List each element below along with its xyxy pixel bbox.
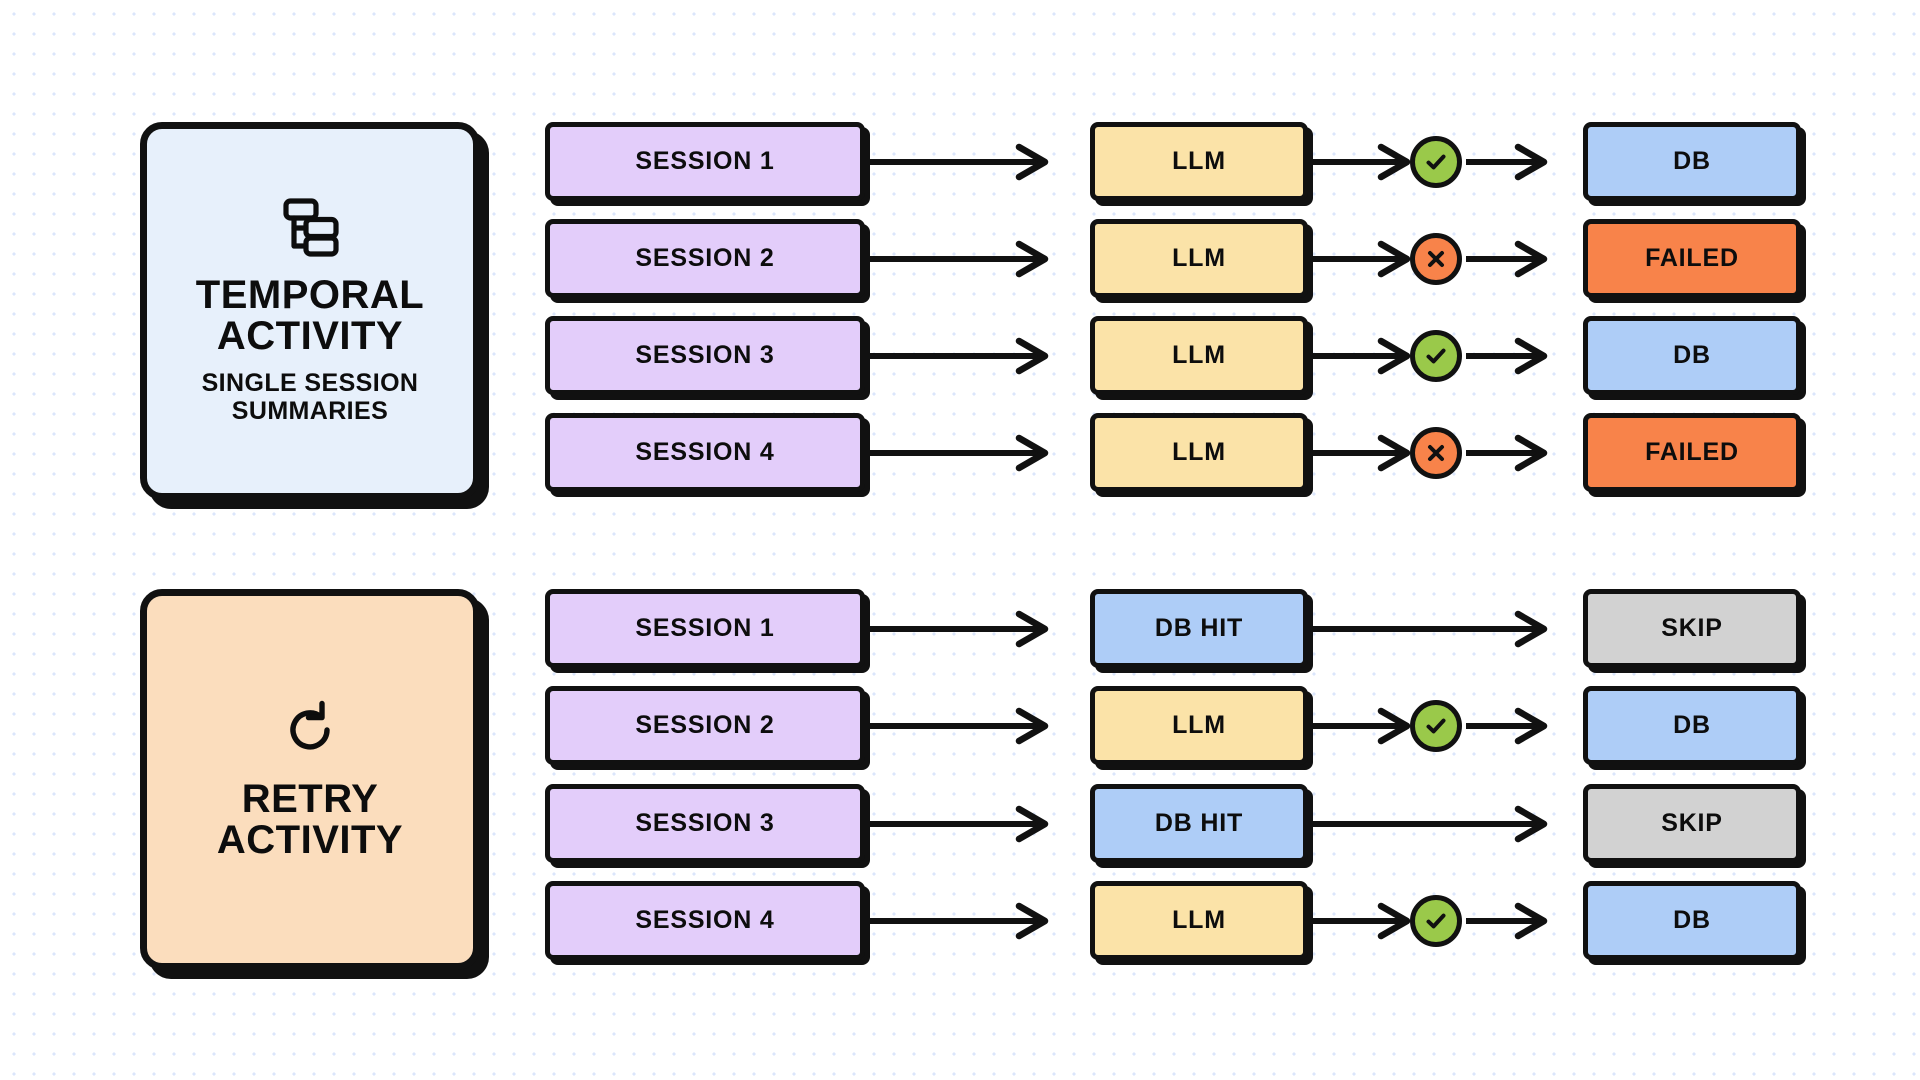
stage-label-retry-1: DB HIT xyxy=(1154,614,1244,642)
stage-box-temporal-4[interactable]: LLM xyxy=(1090,413,1308,492)
session-label-temporal-3: SESSION 3 xyxy=(635,341,775,369)
arrow-session-to-stage-temporal-1 xyxy=(868,142,1049,182)
stage-label-retry-2: LLM xyxy=(1172,711,1226,739)
panel-title-temporal: TEMPORAL ACTIVITY xyxy=(195,272,425,358)
result-label-temporal-4: FAILED xyxy=(1645,438,1739,466)
session-box-temporal-3[interactable]: SESSION 3 xyxy=(545,316,865,395)
check-icon-temporal-3[interactable] xyxy=(1410,329,1462,382)
stage-box-retry-4[interactable]: LLM xyxy=(1090,881,1308,960)
check-icon-temporal-1[interactable] xyxy=(1410,135,1462,188)
arrow-mark-to-result-temporal-3 xyxy=(1466,336,1548,376)
refresh-retry-icon xyxy=(279,699,341,761)
session-box-temporal-2[interactable]: SESSION 2 xyxy=(545,219,865,298)
session-label-temporal-1: SESSION 1 xyxy=(635,147,775,175)
arrow-session-to-stage-retry-2 xyxy=(868,706,1049,746)
arrow-mark-to-result-temporal-4 xyxy=(1466,433,1548,473)
arrow-session-to-stage-temporal-4 xyxy=(868,433,1049,473)
cross-icon-temporal-2[interactable] xyxy=(1410,232,1462,285)
arrow-mark-to-result-temporal-1 xyxy=(1466,142,1548,182)
arrow-stage-to-mark-temporal-2 xyxy=(1312,239,1411,279)
result-box-retry-1[interactable]: SKIP xyxy=(1583,589,1801,668)
stage-box-temporal-2[interactable]: LLM xyxy=(1090,219,1308,298)
panel-title-retry: RETRY ACTIVITY xyxy=(216,776,404,862)
stage-box-temporal-3[interactable]: LLM xyxy=(1090,316,1308,395)
stage-box-retry-3[interactable]: DB HIT xyxy=(1090,784,1308,863)
result-box-temporal-2[interactable]: FAILED xyxy=(1583,219,1801,298)
cross-icon-temporal-4[interactable] xyxy=(1410,426,1462,479)
stage-box-retry-2[interactable]: LLM xyxy=(1090,686,1308,765)
session-box-retry-3[interactable]: SESSION 3 xyxy=(545,784,865,863)
session-label-retry-4: SESSION 4 xyxy=(635,906,775,934)
panel-subtitle-temporal: SINGLE SESSION SUMMARIES xyxy=(201,369,419,426)
stage-label-temporal-1: LLM xyxy=(1172,147,1226,175)
session-label-retry-3: SESSION 3 xyxy=(635,809,775,837)
session-label-retry-1: SESSION 1 xyxy=(635,614,775,642)
arrow-mark-to-result-temporal-2 xyxy=(1466,239,1548,279)
session-label-temporal-4: SESSION 4 xyxy=(635,438,775,466)
session-label-temporal-2: SESSION 2 xyxy=(635,244,775,272)
arrow-session-to-stage-temporal-2 xyxy=(868,239,1049,279)
arrow-stage-to-mark-temporal-4 xyxy=(1312,433,1411,473)
check-icon-retry-4[interactable] xyxy=(1410,894,1462,947)
session-box-temporal-4[interactable]: SESSION 4 xyxy=(545,413,865,492)
session-box-temporal-1[interactable]: SESSION 1 xyxy=(545,122,865,201)
result-box-retry-2[interactable]: DB xyxy=(1583,686,1801,765)
result-label-temporal-2: FAILED xyxy=(1645,244,1739,272)
panel-temporal-activity: TEMPORAL ACTIVITY SINGLE SESSION SUMMARI… xyxy=(140,122,480,500)
check-icon-retry-2[interactable] xyxy=(1410,699,1462,752)
arrow-stage-to-mark-temporal-3 xyxy=(1312,336,1411,376)
workflow-hierarchy-icon xyxy=(279,197,341,257)
stage-label-temporal-3: LLM xyxy=(1172,341,1226,369)
stage-label-retry-3: DB HIT xyxy=(1154,809,1244,837)
session-box-retry-2[interactable]: SESSION 2 xyxy=(545,686,865,765)
result-label-retry-3: SKIP xyxy=(1661,809,1723,837)
result-label-temporal-1: DB xyxy=(1673,147,1711,175)
stage-label-temporal-2: LLM xyxy=(1172,244,1226,272)
session-label-retry-2: SESSION 2 xyxy=(635,711,775,739)
arrow-stage-to-mark-retry-2 xyxy=(1312,706,1411,746)
stage-box-retry-1[interactable]: DB HIT xyxy=(1090,589,1308,668)
arrow-session-to-stage-temporal-3 xyxy=(868,336,1049,376)
stage-label-retry-4: LLM xyxy=(1172,906,1226,934)
result-label-retry-4: DB xyxy=(1673,906,1711,934)
panel-retry-activity: RETRY ACTIVITY xyxy=(140,589,480,970)
session-box-retry-1[interactable]: SESSION 1 xyxy=(545,589,865,668)
result-box-retry-4[interactable]: DB xyxy=(1583,881,1801,960)
result-label-temporal-3: DB xyxy=(1673,341,1711,369)
arrow-session-to-stage-retry-3 xyxy=(868,804,1049,844)
result-box-retry-3[interactable]: SKIP xyxy=(1583,784,1801,863)
arrow-stage-to-result-retry-3 xyxy=(1312,804,1548,844)
arrow-session-to-stage-retry-1 xyxy=(868,609,1049,649)
result-box-temporal-3[interactable]: DB xyxy=(1583,316,1801,395)
stage-box-temporal-1[interactable]: LLM xyxy=(1090,122,1308,201)
stage-label-temporal-4: LLM xyxy=(1172,438,1226,466)
arrow-mark-to-result-retry-2 xyxy=(1466,706,1548,746)
result-label-retry-2: DB xyxy=(1673,711,1711,739)
arrow-mark-to-result-retry-4 xyxy=(1466,901,1548,941)
result-box-temporal-1[interactable]: DB xyxy=(1583,122,1801,201)
arrow-session-to-stage-retry-4 xyxy=(868,901,1049,941)
arrow-stage-to-mark-retry-4 xyxy=(1312,901,1411,941)
result-box-temporal-4[interactable]: FAILED xyxy=(1583,413,1801,492)
arrow-stage-to-mark-temporal-1 xyxy=(1312,142,1411,182)
result-label-retry-1: SKIP xyxy=(1661,614,1723,642)
arrow-stage-to-result-retry-1 xyxy=(1312,609,1548,649)
session-box-retry-4[interactable]: SESSION 4 xyxy=(545,881,865,960)
